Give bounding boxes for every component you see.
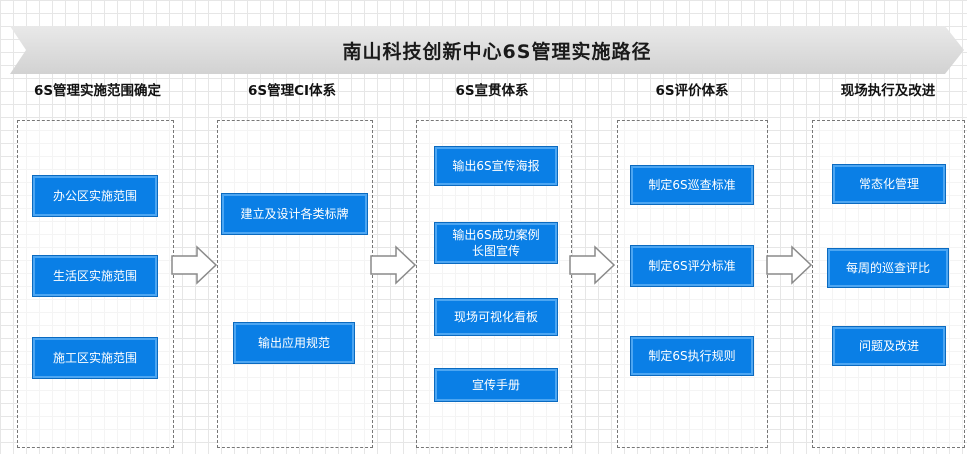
panel-scope: 办公区实施范围 生活区实施范围 施工区实施范围 <box>17 120 174 448</box>
box-weekly-inspection: 每周的巡查评比 <box>828 249 948 287</box>
box-application-spec: 输出应用规范 <box>234 323 354 363</box>
column-header-ci: 6S管理CI体系 <box>247 83 337 99</box>
box-routine-management: 常态化管理 <box>833 165 945 203</box>
box-inspection-standard: 制定6S巡查标准 <box>631 166 753 204</box>
flow-arrow-2 <box>370 245 416 285</box>
diagram-title: 南山科技创新中心6S管理实施路径 <box>342 40 652 63</box>
column-header-scope: 6S管理实施范围确定 <box>33 83 162 99</box>
box-case-study: 输出6S成功案例 长图宣传 <box>435 223 557 263</box>
flow-arrow-4 <box>766 245 812 285</box>
flow-arrow-3 <box>569 245 615 285</box>
box-poster: 输出6S宣传海报 <box>435 147 557 185</box>
box-scoring-standard: 制定6S评分标准 <box>631 246 753 286</box>
title-banner: 南山科技创新中心6S管理实施路径 <box>10 26 964 74</box>
box-construction-scope: 施工区实施范围 <box>33 338 157 378</box>
column-header-publicity: 6S宣贯体系 <box>455 83 529 99</box>
panel-execution: 常态化管理 每周的巡查评比 问题及改进 <box>812 120 965 448</box>
panel-publicity: 输出6S宣传海报 输出6S成功案例 长图宣传 现场可视化看板 宣传手册 <box>416 120 572 448</box>
flow-arrow-1 <box>171 245 217 285</box>
box-design-signage: 建立及设计各类标牌 <box>222 194 367 234</box>
panel-ci: 建立及设计各类标牌 输出应用规范 <box>217 120 373 448</box>
box-living-scope: 生活区实施范围 <box>33 256 157 296</box>
box-office-scope: 办公区实施范围 <box>33 176 157 216</box>
box-visual-board: 现场可视化看板 <box>435 299 557 335</box>
box-issues-improvement: 问题及改进 <box>833 327 945 365</box>
column-header-evaluation: 6S评价体系 <box>655 83 729 99</box>
box-handbook: 宣传手册 <box>435 369 557 401</box>
box-execution-rules: 制定6S执行规则 <box>631 337 753 375</box>
column-header-execution: 现场执行及改进 <box>840 83 936 99</box>
panel-evaluation: 制定6S巡查标准 制定6S评分标准 制定6S执行规则 <box>617 120 768 448</box>
